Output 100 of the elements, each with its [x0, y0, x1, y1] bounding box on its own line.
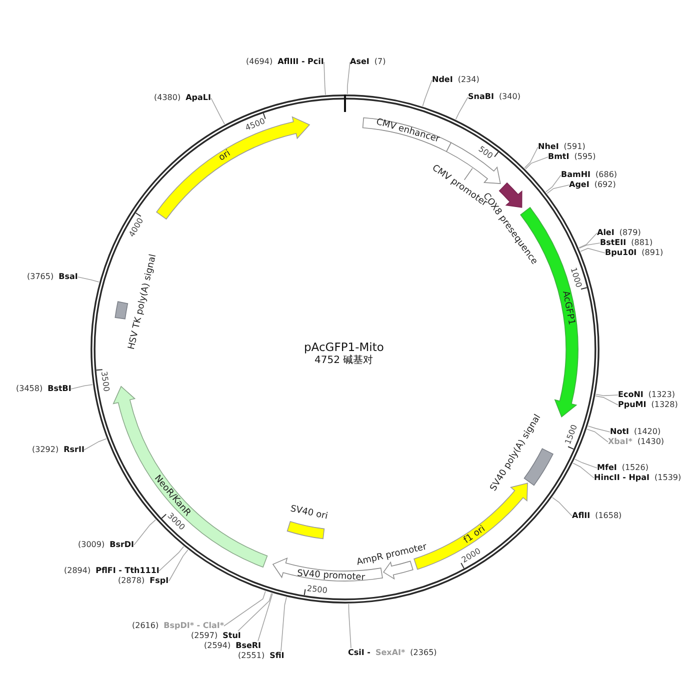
enzyme-name: PpuMI	[618, 400, 646, 410]
leader-line	[595, 396, 618, 406]
feature-block	[523, 447, 554, 487]
site-position: (3765)	[27, 272, 54, 282]
leader-line	[596, 394, 618, 396]
leader-line	[84, 438, 107, 450]
site-position: (2878)	[118, 576, 145, 586]
leader-line	[346, 62, 350, 94]
leader-line	[168, 549, 188, 582]
position-tick-label: 1000	[569, 266, 584, 289]
leader-line	[258, 593, 273, 642]
site-position: (591)	[564, 142, 586, 152]
enzyme-name: CsiI -	[348, 648, 370, 658]
leader-line	[578, 232, 598, 248]
site-position: (1420)	[634, 427, 661, 437]
feature-block	[361, 116, 453, 153]
enzyme-name: BmtI	[548, 152, 570, 162]
feature-label: ori	[216, 149, 232, 164]
plasmid-size: 4752 碱基对	[314, 354, 374, 367]
leader-line	[422, 80, 432, 106]
feature-bar	[155, 115, 311, 221]
site-position: (1328)	[651, 400, 678, 410]
site-position: (595)	[574, 152, 596, 162]
site-position: (1658)	[595, 511, 622, 521]
position-tick-label: 4500	[244, 116, 266, 132]
leader-line	[525, 156, 548, 170]
enzyme-name: AflIII - PciI	[278, 57, 324, 67]
enzyme-name: BstBI	[48, 384, 72, 394]
site-position: (1323)	[648, 390, 675, 400]
enzyme-name: MfeI	[597, 463, 617, 473]
leader-line	[224, 590, 266, 626]
leader-line	[574, 458, 598, 468]
feature-block	[114, 300, 129, 320]
leader-line	[552, 497, 572, 516]
feature-block	[286, 520, 326, 540]
enzyme-name: AflII	[572, 511, 590, 521]
leader-line	[546, 184, 570, 194]
enzyme-name: SnaBI	[468, 92, 494, 102]
site-position: (881)	[631, 238, 653, 248]
site-position: (891)	[642, 248, 664, 258]
enzyme-name: NheI	[538, 142, 559, 152]
enzyme-name: BsrDI	[110, 540, 134, 550]
feature-label: f1 ori	[462, 524, 488, 546]
feature-label: HSV TK poly(A) signal	[126, 254, 158, 351]
enzyme-name: NdeI	[432, 75, 453, 85]
site-position: (3458)	[16, 384, 43, 394]
leader-line	[158, 546, 184, 572]
site-position: (3009)	[78, 540, 105, 550]
enzyme-name: SfiI	[270, 651, 284, 661]
leader-line	[348, 604, 352, 648]
site-position: (879)	[619, 228, 641, 238]
site-position: (7)	[374, 57, 386, 67]
site-position: (3292)	[32, 445, 59, 455]
site-position: (1526)	[622, 463, 648, 473]
site-position: (4694)	[246, 57, 273, 67]
enzyme-name: PflFI - Tth111I	[96, 566, 160, 576]
leader-line	[588, 426, 610, 432]
leader-line	[580, 248, 606, 254]
leader-line	[210, 98, 225, 125]
leader-line	[324, 62, 326, 96]
enzyme-name: BsaI	[58, 272, 78, 282]
feature-label: SV40 ori	[290, 504, 329, 522]
enzyme-name: SexAI*	[375, 648, 406, 658]
site-position: (2551)	[238, 651, 265, 661]
enzyme-name: BstEII	[600, 238, 626, 248]
enzyme-name: ApaLI	[186, 93, 211, 103]
enzyme-name: Bpu10I	[605, 248, 637, 258]
leader-line	[524, 146, 538, 168]
feature-label: SV40 promoter	[296, 568, 366, 583]
position-tick-label: 2500	[306, 584, 328, 596]
enzyme-name: NotI	[610, 427, 629, 437]
site-position: (2365)	[410, 648, 437, 658]
site-position: (4380)	[154, 93, 181, 103]
site-position: (1539)	[654, 473, 682, 483]
leader-line	[455, 96, 468, 120]
site-position: (234)	[458, 75, 480, 85]
leader-line	[280, 596, 287, 652]
enzyme-name: AgeI	[569, 180, 590, 190]
site-position: (1430)	[637, 437, 664, 447]
enzyme-name: XbaI*	[608, 437, 632, 447]
enzyme-name: AseI	[350, 57, 370, 67]
leader-line	[70, 384, 93, 390]
leader-line	[545, 174, 562, 192]
enzyme-name: RsrII	[64, 445, 84, 455]
enzyme-name: BseRI	[236, 641, 262, 651]
plasmid-name: pAcGFP1-Mito	[304, 340, 384, 354]
site-position: (692)	[594, 180, 616, 190]
position-tick-label: 500	[477, 144, 495, 160]
enzyme-name: StuI	[222, 631, 241, 641]
leader-line	[578, 242, 600, 249]
enzyme-name: HincII - HpaI	[594, 473, 650, 483]
enzyme-name: EcoNI	[618, 390, 644, 400]
site-position: (2616)	[132, 621, 159, 631]
enzyme-name: BspDI* - ClaI*	[164, 621, 224, 631]
leader-line	[572, 462, 594, 478]
leader-line	[78, 276, 100, 282]
feature-bar	[382, 560, 414, 580]
site-position: (2597)	[191, 631, 218, 641]
feature-label: AcGFP1	[560, 290, 576, 326]
position-tick-label: 1500	[564, 424, 580, 446]
